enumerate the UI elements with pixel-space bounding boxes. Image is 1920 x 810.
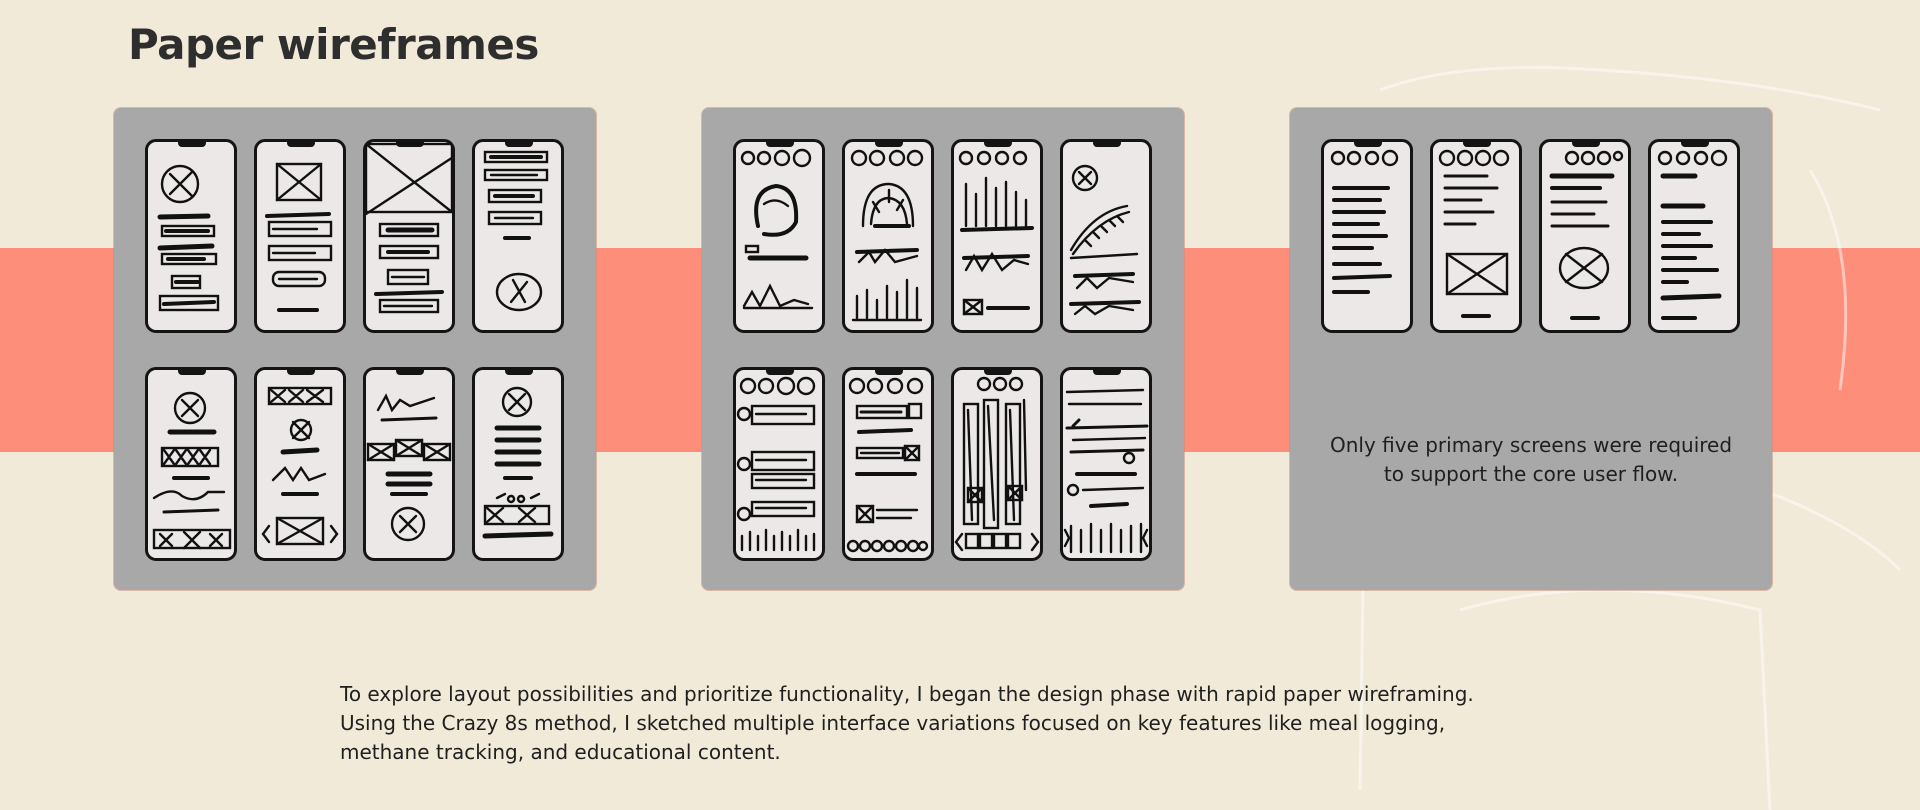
- description-line: To explore layout possibilities and prio…: [340, 682, 1474, 706]
- panel-note-line: to support the core user flow.: [1383, 462, 1679, 486]
- phone-notch: [1463, 141, 1491, 147]
- phone-notch: [505, 369, 533, 375]
- panel-note: Only five primary screens were required …: [1290, 431, 1772, 489]
- sketch-panel-2: [702, 108, 1184, 590]
- avatar-circle-icon: [1558, 246, 1610, 290]
- phone-notch: [287, 369, 315, 375]
- wireframe-screen: [951, 367, 1043, 561]
- wireframe-screen: [472, 367, 564, 561]
- image-placeholder-icon: [275, 162, 323, 202]
- line-chart-icon: [742, 283, 814, 310]
- gauge-icon: [754, 183, 799, 237]
- wireframe-screen: [254, 367, 346, 561]
- phone-notch: [766, 369, 794, 375]
- phone-notch: [1354, 141, 1382, 147]
- image-placeholder-icon: [1445, 252, 1509, 296]
- wireframe-screen: [1539, 139, 1631, 333]
- avatar-circle-icon: [501, 386, 533, 418]
- carousel-arrows-icon: [261, 524, 339, 544]
- phone-notch: [1093, 369, 1121, 375]
- phone-notch: [178, 141, 206, 147]
- sketch-panel-1: [114, 108, 596, 590]
- phone-notch: [396, 369, 424, 375]
- wireframe-screen: [951, 139, 1043, 333]
- page-title: Paper wireframes: [128, 20, 539, 69]
- avatar-circle-icon: [390, 506, 426, 542]
- phone-notch: [505, 141, 533, 147]
- wireframe-screen: [1060, 367, 1152, 561]
- bar-chart-icon: [960, 176, 1034, 232]
- avatar-circle-icon: [1071, 164, 1099, 192]
- phone-notch: [178, 369, 206, 375]
- wireframe-screen: [842, 367, 934, 561]
- wireframe-screen: [1648, 139, 1740, 333]
- wireframe-screen: [733, 139, 825, 333]
- phone-notch: [1093, 141, 1121, 147]
- phone-notch: [1681, 141, 1709, 147]
- phone-notch: [984, 369, 1012, 375]
- wireframe-screen: [1321, 139, 1413, 333]
- wireframe-screen: [254, 139, 346, 333]
- phone-notch: [875, 141, 903, 147]
- image-placeholder-icon: [160, 164, 200, 204]
- wireframe-screen: [842, 139, 934, 333]
- image-placeholder-icon: [366, 142, 452, 216]
- description-line: methane tracking, and educational conten…: [340, 740, 781, 764]
- phone-notch: [984, 141, 1012, 147]
- avatar-circle-icon: [495, 272, 543, 312]
- carousel-arrows-icon: [954, 532, 1040, 552]
- wireframe-screen: [472, 139, 564, 333]
- sketch-panel-3: Only five primary screens were required …: [1290, 108, 1772, 590]
- wireframe-screen: [733, 367, 825, 561]
- phone-notch: [766, 141, 794, 147]
- phone-notch: [1572, 141, 1600, 147]
- wireframe-screen: [1060, 139, 1152, 333]
- wireframe-screen: [145, 367, 237, 561]
- wireframe-screen: [363, 139, 455, 333]
- description-line: Using the Crazy 8s method, I sketched mu…: [340, 711, 1446, 735]
- phone-notch: [287, 141, 315, 147]
- description: To explore layout possibilities and prio…: [340, 680, 1660, 767]
- wireframe-screen: [145, 139, 237, 333]
- wireframe-screen: [363, 367, 455, 561]
- bar-chart-icon: [851, 278, 923, 322]
- panel-note-line: Only five primary screens were required: [1329, 433, 1733, 457]
- image-placeholder-icon: [289, 418, 313, 442]
- wireframe-screen: [1430, 139, 1522, 333]
- gauge-icon: [861, 182, 915, 228]
- phone-notch: [875, 369, 903, 375]
- avatar-circle-icon: [173, 391, 207, 425]
